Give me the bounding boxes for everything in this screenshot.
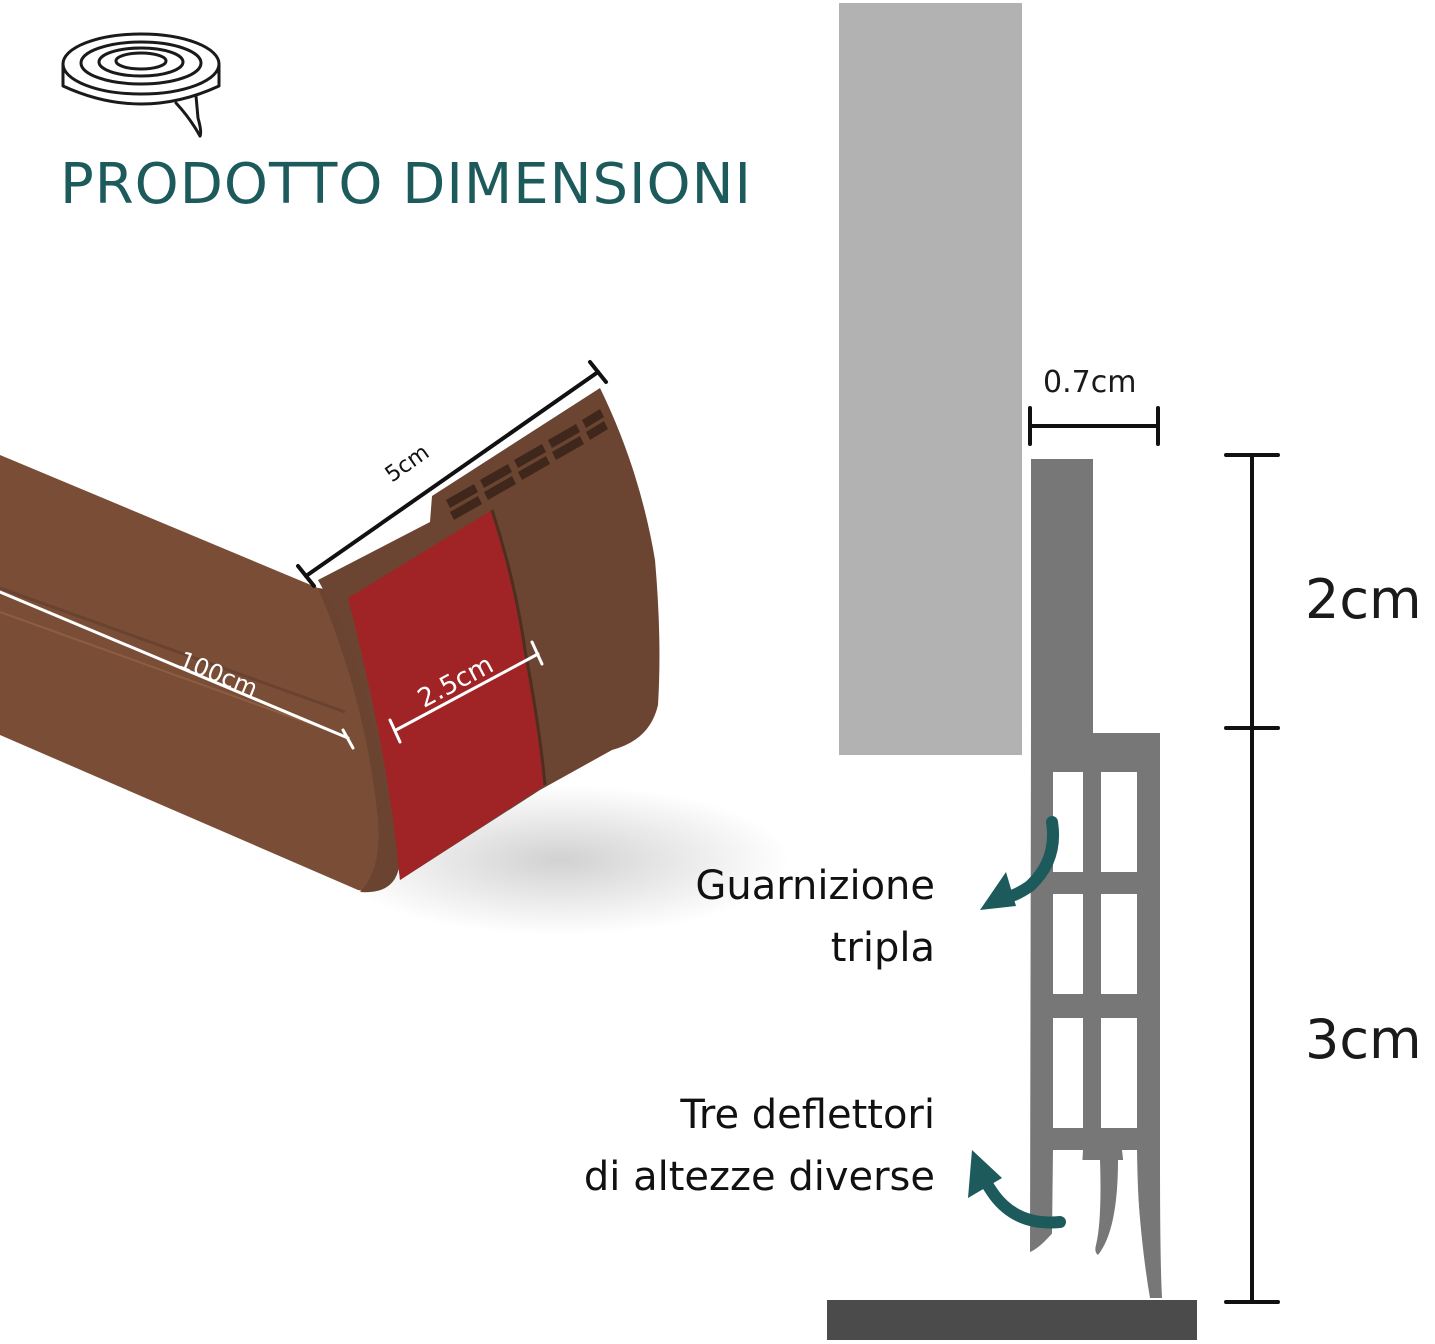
- callout-deflectors-line1: Tre deflettori: [680, 1092, 935, 1138]
- strip-front-end: [318, 588, 400, 893]
- dim-line-0.7cm: [1028, 406, 1160, 446]
- arrow-triple-seal: [980, 816, 1059, 910]
- label-thickness-0.7cm: 0.7cm: [1043, 365, 1137, 400]
- dim-line-5cm: [296, 360, 608, 588]
- label-height-2cm: 2cm: [1305, 568, 1422, 631]
- dim-line-100cm: [0, 590, 355, 750]
- strip-groove-upper: [0, 586, 346, 714]
- callout-triple-seal-line2: tripla: [830, 925, 935, 971]
- seal-cells: [1053, 772, 1137, 1128]
- strip-groove-lower: [0, 611, 351, 739]
- door-slab: [839, 3, 1022, 755]
- deflector-gap-left: [1052, 1150, 1083, 1234]
- label-height-3cm: 3cm: [1305, 1008, 1422, 1071]
- dim-line-2.5cm: [388, 640, 544, 744]
- page-title: PRODOTTO DIMENSIONI: [60, 152, 753, 217]
- arrow-deflectors: [968, 1150, 1066, 1229]
- deflector-gap-right: [1101, 1150, 1145, 1268]
- adhesive-band: [348, 510, 545, 880]
- callout-deflectors: Tre deflettori di altezze diverse: [584, 1084, 935, 1208]
- adhesive-edge: [490, 509, 547, 786]
- dim-line-height: [1224, 453, 1280, 1304]
- seal-profile: [1030, 459, 1162, 1298]
- floor: [827, 1300, 1197, 1340]
- strip-slots: [446, 409, 608, 520]
- seal-upper-leg: [1031, 459, 1093, 735]
- tape-roll-icon: [61, 32, 221, 138]
- callout-deflectors-line2: di altezze diverse: [583, 1154, 935, 1200]
- callout-triple-seal: Guarnizione tripla: [695, 855, 935, 979]
- callout-triple-seal-line1: Guarnizione: [695, 863, 935, 909]
